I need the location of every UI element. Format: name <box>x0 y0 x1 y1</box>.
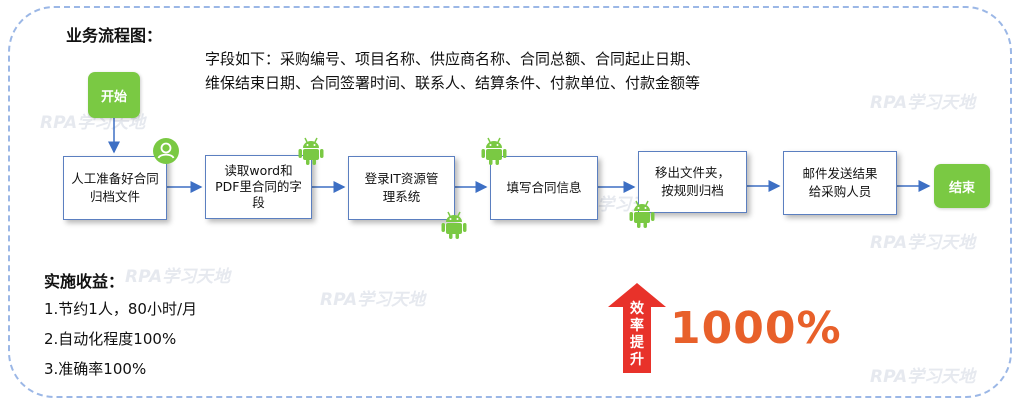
step-text: 归档文件 <box>89 189 140 204</box>
step-text: PDF里合同的字 <box>215 179 302 194</box>
start-terminal: 开始 <box>88 72 140 118</box>
fields-text: 字段如下：采购编号、项目名称、供应商名称、合同总额、合同起止日期、 维保结束日期… <box>205 47 700 95</box>
step-text: 给采购人员 <box>808 184 872 199</box>
efficiency-label-char: 升 <box>630 352 644 368</box>
benefit-item: 3.准确率100% <box>44 360 147 378</box>
step-text: 段 <box>252 195 265 210</box>
benefit-item: 1.节约1人，80小时/月 <box>44 300 197 318</box>
step-email-results: 邮件发送结果 给采购人员 <box>783 151 897 215</box>
benefit-item: 2.自动化程度100% <box>44 330 177 348</box>
step-prepare-archive-files: 人工准备好合同 归档文件 <box>63 156 167 220</box>
step-text: 邮件发送结果 <box>802 166 878 181</box>
efficiency-label-char: 效 <box>630 301 644 317</box>
android-robot-icon <box>481 137 507 165</box>
efficiency-label-char: 提 <box>630 335 644 351</box>
watermark: RPA学习天地 <box>125 267 231 287</box>
step-text: 移出文件夹， <box>654 165 730 180</box>
benefits-title: 实施收益： <box>44 272 125 291</box>
step-text: 填写合同信息 <box>506 180 582 195</box>
fields-line-1: 字段如下：采购编号、项目名称、供应商名称、合同总额、合同起止日期、 <box>205 50 701 68</box>
fields-line-2: 维保结束日期、合同签署时间、联系人、结算条件、付款单位、付款金额等 <box>205 74 701 92</box>
step-move-folder-archive: 移出文件夹， 按规则归档 <box>638 151 747 213</box>
watermark: RPA学习天地 <box>870 233 976 253</box>
step-text: 登录IT资源管 <box>364 171 439 186</box>
efficiency-label: 效 率 提 升 <box>622 301 652 369</box>
watermark: RPA学习天地 <box>320 290 426 310</box>
end-terminal: 结束 <box>934 164 990 208</box>
up-arrow-icon <box>608 283 666 373</box>
watermark: RPA学习天地 <box>40 113 146 133</box>
step-login-it-system: 登录IT资源管 理系统 <box>348 156 455 220</box>
outer-frame <box>8 6 1012 398</box>
section-title: 业务流程图： <box>66 26 163 45</box>
step-text: 理系统 <box>382 189 421 204</box>
step-read-contract-fields: 读取word和 PDF里合同的字 段 <box>205 155 312 219</box>
watermark: RPA学习天地 <box>870 367 976 387</box>
efficiency-label-char: 率 <box>630 318 644 334</box>
user-icon <box>153 138 179 164</box>
watermark: RPA学习天地 <box>870 93 976 113</box>
step-text: 人工准备好合同 <box>71 171 159 186</box>
efficiency-value: 1000% <box>670 303 842 354</box>
step-text: 读取word和 <box>224 163 293 178</box>
android-robot-icon <box>441 211 467 239</box>
android-robot-icon <box>629 200 655 228</box>
android-robot-icon <box>298 137 324 165</box>
step-fill-contract-info: 填写合同信息 <box>490 156 598 220</box>
step-text: 按规则归档 <box>661 183 724 198</box>
